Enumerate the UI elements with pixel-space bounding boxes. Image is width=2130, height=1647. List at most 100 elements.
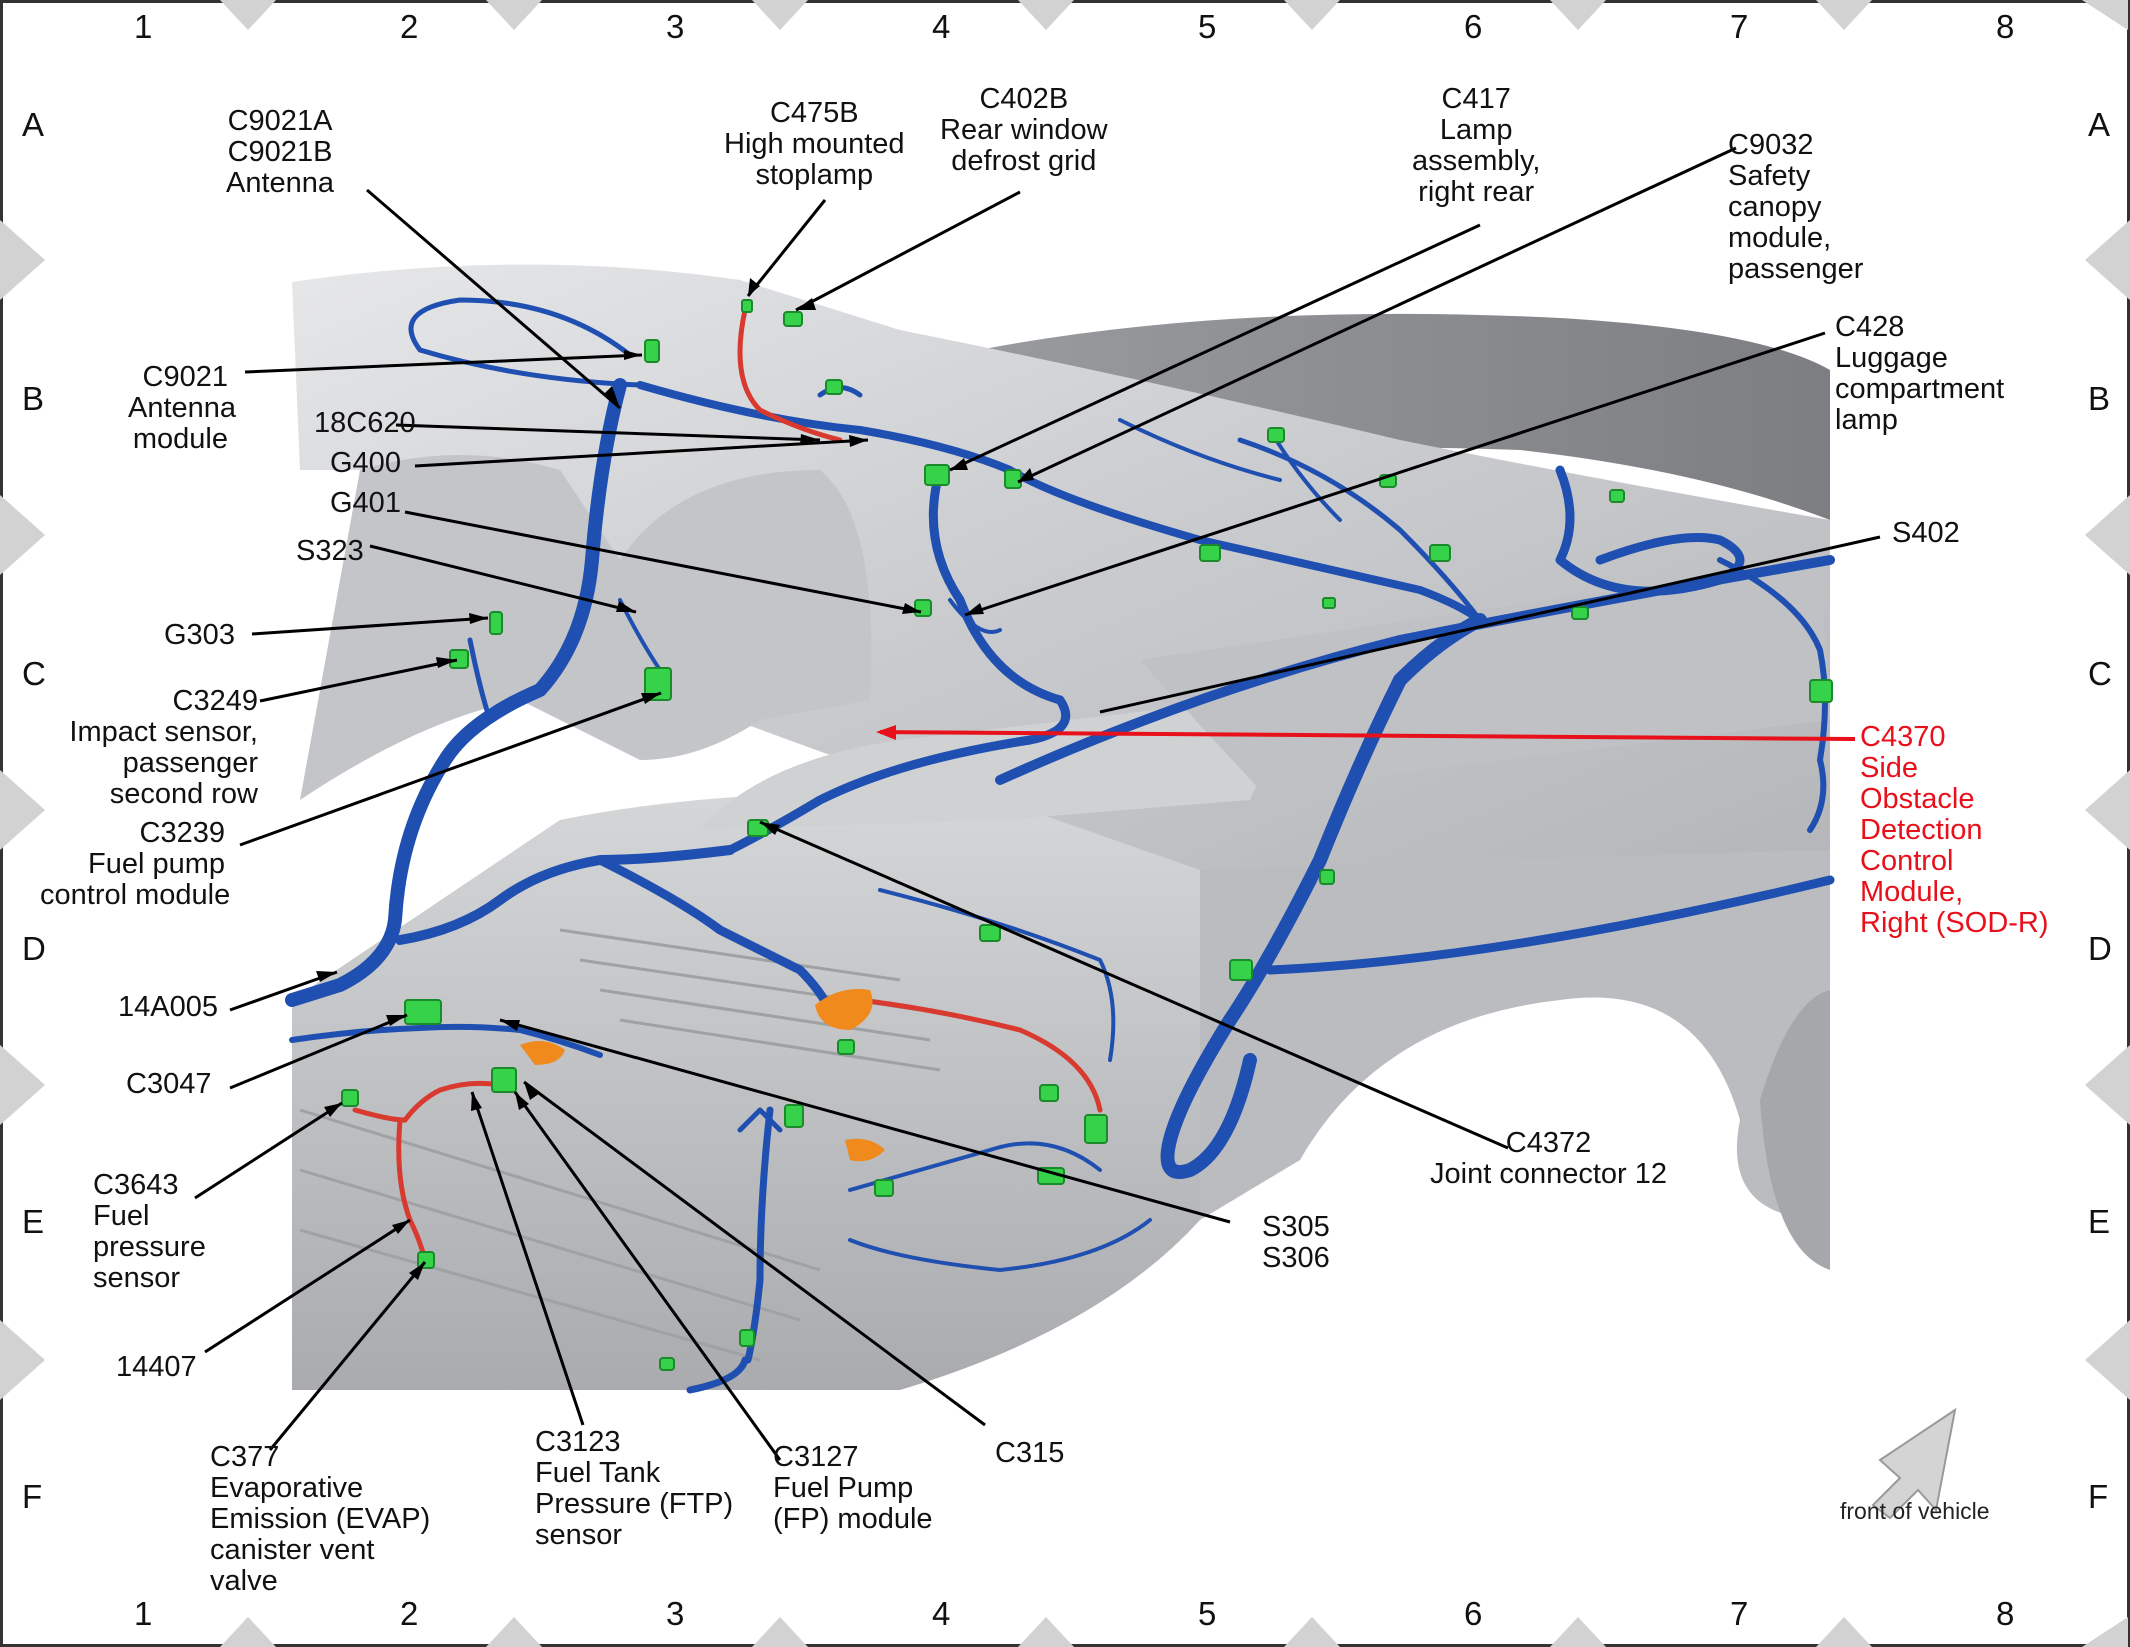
callout-c9021ab: C9021A C9021B Antenna <box>226 106 334 199</box>
callout-line: G401 <box>330 487 401 519</box>
front-of-vehicle-arrow-icon <box>1871 1407 1957 1520</box>
callout-line: C402B <box>979 83 1069 115</box>
grid-col-5-top: 5 <box>1198 8 1217 45</box>
callout-line: Luggage <box>1835 342 1948 374</box>
callout-line: Pressure (FTP) <box>535 1488 734 1520</box>
callout-line: second row <box>109 778 258 810</box>
callout-line: Antenna <box>128 392 237 424</box>
callout-line: Fuel pump <box>87 848 225 880</box>
callout-line: canister vent <box>210 1534 375 1566</box>
callout-line: (FP) module <box>773 1503 933 1535</box>
callout-line: C315 <box>995 1437 1065 1469</box>
grid-col-7-bottom: 7 <box>1730 1595 1749 1632</box>
callout-line: stoplamp <box>755 159 874 191</box>
callout-line: C3127 <box>773 1441 859 1473</box>
callout-line: C3047 <box>126 1068 212 1100</box>
callout-line: Right (SOD-R) <box>1860 907 2049 939</box>
callout-c3249: C3249 Impact sensor, passenger second ro… <box>36 686 258 810</box>
callout-line: 14407 <box>116 1351 197 1383</box>
grid-col-1-top: 1 <box>134 8 153 45</box>
front-of-vehicle-label: front of vehicle <box>1840 1498 1990 1524</box>
leader-lines <box>194 146 1881 1461</box>
callout-g400: G400 <box>330 448 401 479</box>
callout-14a005: 14A005 <box>118 992 218 1023</box>
callout-c402b: C402B Rear window defrost grid <box>940 84 1108 177</box>
wiring-harnesses <box>285 297 1835 1394</box>
callout-g303: G303 <box>164 620 235 651</box>
callout-line: assembly, <box>1412 145 1541 177</box>
callout-line: 14A005 <box>118 991 218 1023</box>
leader-arrowheads <box>316 278 1034 1280</box>
callout-line: Evaporative <box>210 1472 364 1504</box>
grid-row-f-right: F <box>2088 1478 2109 1515</box>
callout-line: C4370 <box>1860 721 1946 753</box>
callout-line: G303 <box>164 619 235 651</box>
callout-line: defrost grid <box>951 145 1097 177</box>
grid-col-6-top: 6 <box>1464 8 1483 45</box>
callout-line: Safety <box>1728 160 1811 192</box>
callout-line: Control <box>1860 845 1954 877</box>
callout-line: C428 <box>1835 311 1905 343</box>
callout-line: C9021B <box>227 136 333 168</box>
callout-c428: C428 Luggage compartment lamp <box>1835 312 2004 436</box>
callout-line: module, <box>1728 222 1832 254</box>
callout-c3047: C3047 <box>126 1069 211 1100</box>
grid-col-4-top: 4 <box>932 8 951 45</box>
callout-line: passenger <box>122 747 258 779</box>
callout-line: pressure <box>93 1231 206 1263</box>
callout-line: S306 <box>1262 1242 1330 1274</box>
callout-line: Antenna <box>226 167 335 199</box>
callout-s402: S402 <box>1892 518 1960 549</box>
orange-components <box>520 989 885 1162</box>
callout-c9021: C9021 Antenna module <box>128 362 237 455</box>
callout-c3643: C3643 Fuel pressure sensor <box>93 1170 206 1294</box>
callout-line: Side <box>1860 752 1919 784</box>
callout-line: 18C620 <box>314 407 416 439</box>
callout-c4370: C4370 Side Obstacle Detection Control Mo… <box>1860 722 2049 939</box>
vehicle-body-illustration <box>292 264 1830 1390</box>
callout-s305-s306: S305 S306 <box>1262 1212 1330 1274</box>
grid-col-1-bottom: 1 <box>134 1595 153 1632</box>
callout-c3239: C3239 Fuel pump control module <box>40 817 231 911</box>
callout-line: C377 <box>210 1441 280 1473</box>
grid-col-4-bottom: 4 <box>932 1595 951 1632</box>
callout-line: Lamp <box>1439 114 1513 146</box>
callout-line: control module <box>40 879 231 911</box>
grid-col-2-bottom: 2 <box>400 1595 419 1632</box>
grid-row-d-right: D <box>2088 930 2112 967</box>
fuel-lines <box>352 307 1103 1263</box>
callout-line: G400 <box>330 447 401 479</box>
callout-line: C475B <box>769 97 859 129</box>
grid-row-a-right: A <box>2088 106 2111 143</box>
c4370-leader-line <box>879 730 1856 741</box>
callout-c4372: C4372 Joint connector 12 <box>1430 1128 1667 1190</box>
callout-line: C3239 <box>139 817 225 849</box>
grid-row-a-left: A <box>22 106 45 143</box>
callout-line: canopy <box>1728 191 1822 223</box>
callout-line: C4372 <box>1505 1127 1592 1159</box>
callout-c3123: C3123 Fuel Tank Pressure (FTP) sensor <box>535 1427 733 1551</box>
callout-line: lamp <box>1835 404 1898 436</box>
grid-col-5-bottom: 5 <box>1198 1595 1217 1632</box>
callout-line: C417 <box>1441 83 1511 115</box>
connectors <box>341 299 1833 1371</box>
callout-14407: 14407 <box>116 1352 197 1383</box>
callout-line: Detection <box>1860 814 1983 846</box>
callout-line: Fuel Pump <box>773 1472 914 1504</box>
grid-col-2-top: 2 <box>400 8 419 45</box>
callout-18c620: 18C620 <box>314 408 416 439</box>
grid-col-6-bottom: 6 <box>1464 1595 1483 1632</box>
callout-c3127: C3127 Fuel Pump (FP) module <box>773 1442 933 1535</box>
callout-s323: S323 <box>296 536 364 567</box>
callout-line: sensor <box>93 1262 181 1294</box>
callout-line: Fuel <box>93 1200 150 1232</box>
callout-line: C3123 <box>535 1426 621 1458</box>
grid-col-3-bottom: 3 <box>666 1595 685 1632</box>
callout-line: Obstacle <box>1860 783 1975 815</box>
callout-c9032: C9032 Safety canopy module, passenger <box>1728 130 1863 285</box>
callout-line: High mounted <box>724 128 905 160</box>
callout-line: C3249 <box>172 685 258 717</box>
